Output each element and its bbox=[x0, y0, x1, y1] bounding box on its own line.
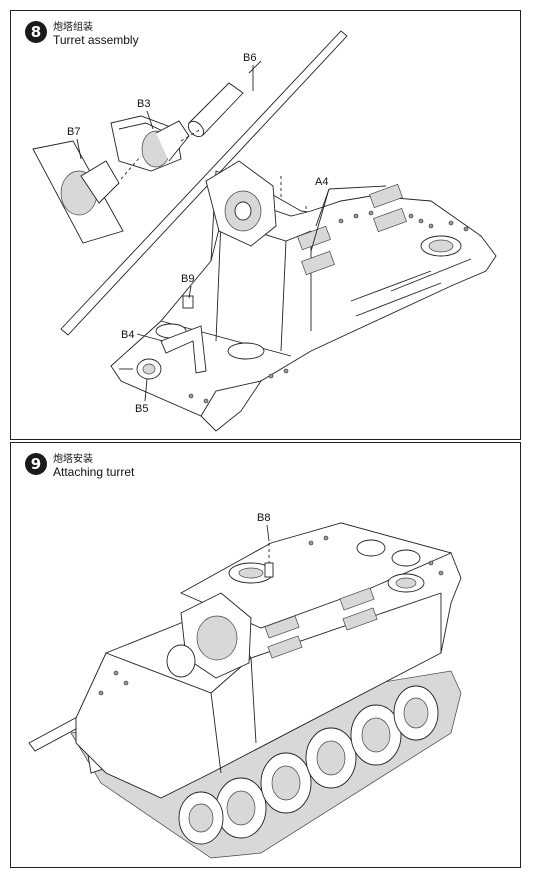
svg-text:B3: B3 bbox=[137, 98, 150, 110]
svg-text:B9: B9 bbox=[181, 273, 194, 285]
svg-text:B6: B6 bbox=[243, 52, 256, 64]
gun-barrel-part bbox=[60, 30, 348, 336]
svg-text:B5: B5 bbox=[135, 403, 148, 415]
spare-track-links bbox=[297, 183, 407, 276]
mantlet-plate-part bbox=[32, 140, 124, 244]
svg-text:B7: B7 bbox=[67, 126, 80, 138]
step-9-panel: 9 炮塔安装 Attaching turret bbox=[10, 442, 521, 868]
step-8-title-en: Turret assembly bbox=[53, 33, 139, 47]
step-9-title-en: Attaching turret bbox=[53, 465, 135, 479]
turret-assembly-drawing: B6 B3 B7 A4 B9 B4 B5 bbox=[32, 30, 497, 432]
hull bbox=[75, 522, 462, 799]
hull-superstructure bbox=[110, 160, 497, 432]
step-8-header: 8 炮塔组装 Turret assembly bbox=[25, 21, 139, 47]
svg-text:B8: B8 bbox=[257, 512, 270, 524]
small-parts bbox=[119, 295, 207, 380]
svg-text:B4: B4 bbox=[121, 329, 134, 341]
svg-text:A4: A4 bbox=[315, 176, 328, 188]
step-8-panel: 8 炮塔组装 Turret assembly bbox=[10, 10, 521, 440]
mantlet-sleeve-part bbox=[110, 115, 190, 172]
step-9-header: 9 炮塔安装 Attaching turret bbox=[25, 453, 134, 479]
step-8-part-labels: B6 B3 B7 A4 B9 B4 B5 bbox=[67, 52, 328, 415]
attaching-turret-drawing: B8 bbox=[28, 512, 462, 859]
step-9-title-cn: 炮塔安装 bbox=[53, 454, 93, 465]
step-8-title-cn: 炮塔组装 bbox=[53, 22, 93, 33]
step-9-number-badge: 9 bbox=[25, 453, 47, 475]
step-8-number-badge: 8 bbox=[25, 21, 47, 43]
step-9-part-labels: B8 bbox=[257, 512, 270, 542]
